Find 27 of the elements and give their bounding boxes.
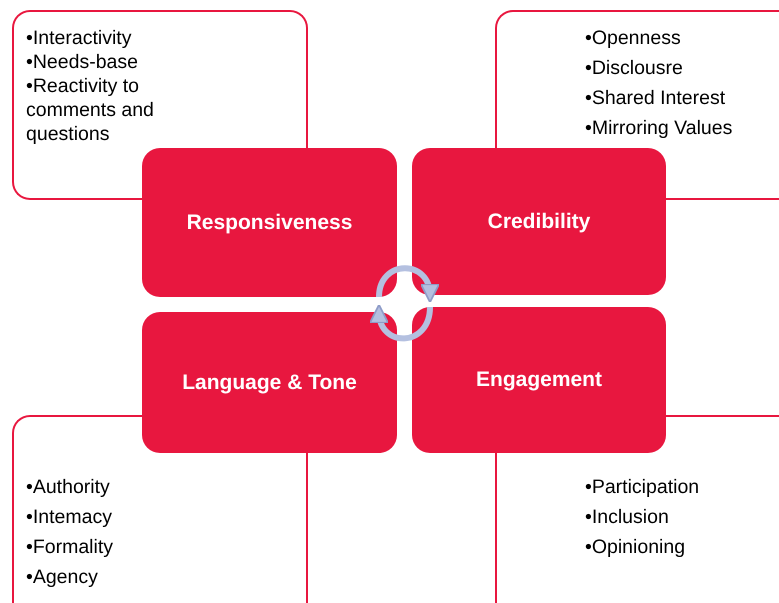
bullet-item: •Disclousre: [585, 56, 683, 80]
category-title: Credibility: [488, 210, 590, 234]
bullet-item: •Formality: [26, 535, 113, 559]
bullet-item: •Openness: [585, 26, 681, 50]
category-box: [412, 148, 666, 295]
bullet-item: •Reactivity to comments and questions: [26, 74, 155, 146]
category-title: Responsiveness: [186, 210, 352, 234]
bullet-item: •Inclusion: [585, 505, 669, 529]
bullet-list-box: [495, 10, 779, 148]
category-box: [412, 307, 666, 453]
category-box: [142, 148, 397, 297]
curved-arrow: [370, 304, 433, 342]
bullet-item: •Mirroring Values: [585, 116, 732, 140]
bullet-item: •Needs-base: [26, 50, 138, 74]
category-title: Language & Tone: [182, 370, 357, 394]
bullet-list-box: [12, 10, 308, 148]
curved-arrow: [376, 265, 439, 304]
category-box: [142, 312, 397, 453]
bullet-item: •Opinioning: [585, 535, 686, 559]
bullet-item: •Participation: [585, 475, 700, 499]
category-title: Engagement: [476, 368, 602, 392]
bullet-item: •Interactivity: [26, 26, 132, 50]
bullet-item: •Authority: [26, 475, 110, 499]
bullet-item: •Agency: [26, 565, 98, 589]
bullet-item: •Shared Interest: [585, 86, 726, 110]
bullet-item: •Intemacy: [26, 505, 112, 529]
bullet-list-box: [12, 453, 308, 603]
